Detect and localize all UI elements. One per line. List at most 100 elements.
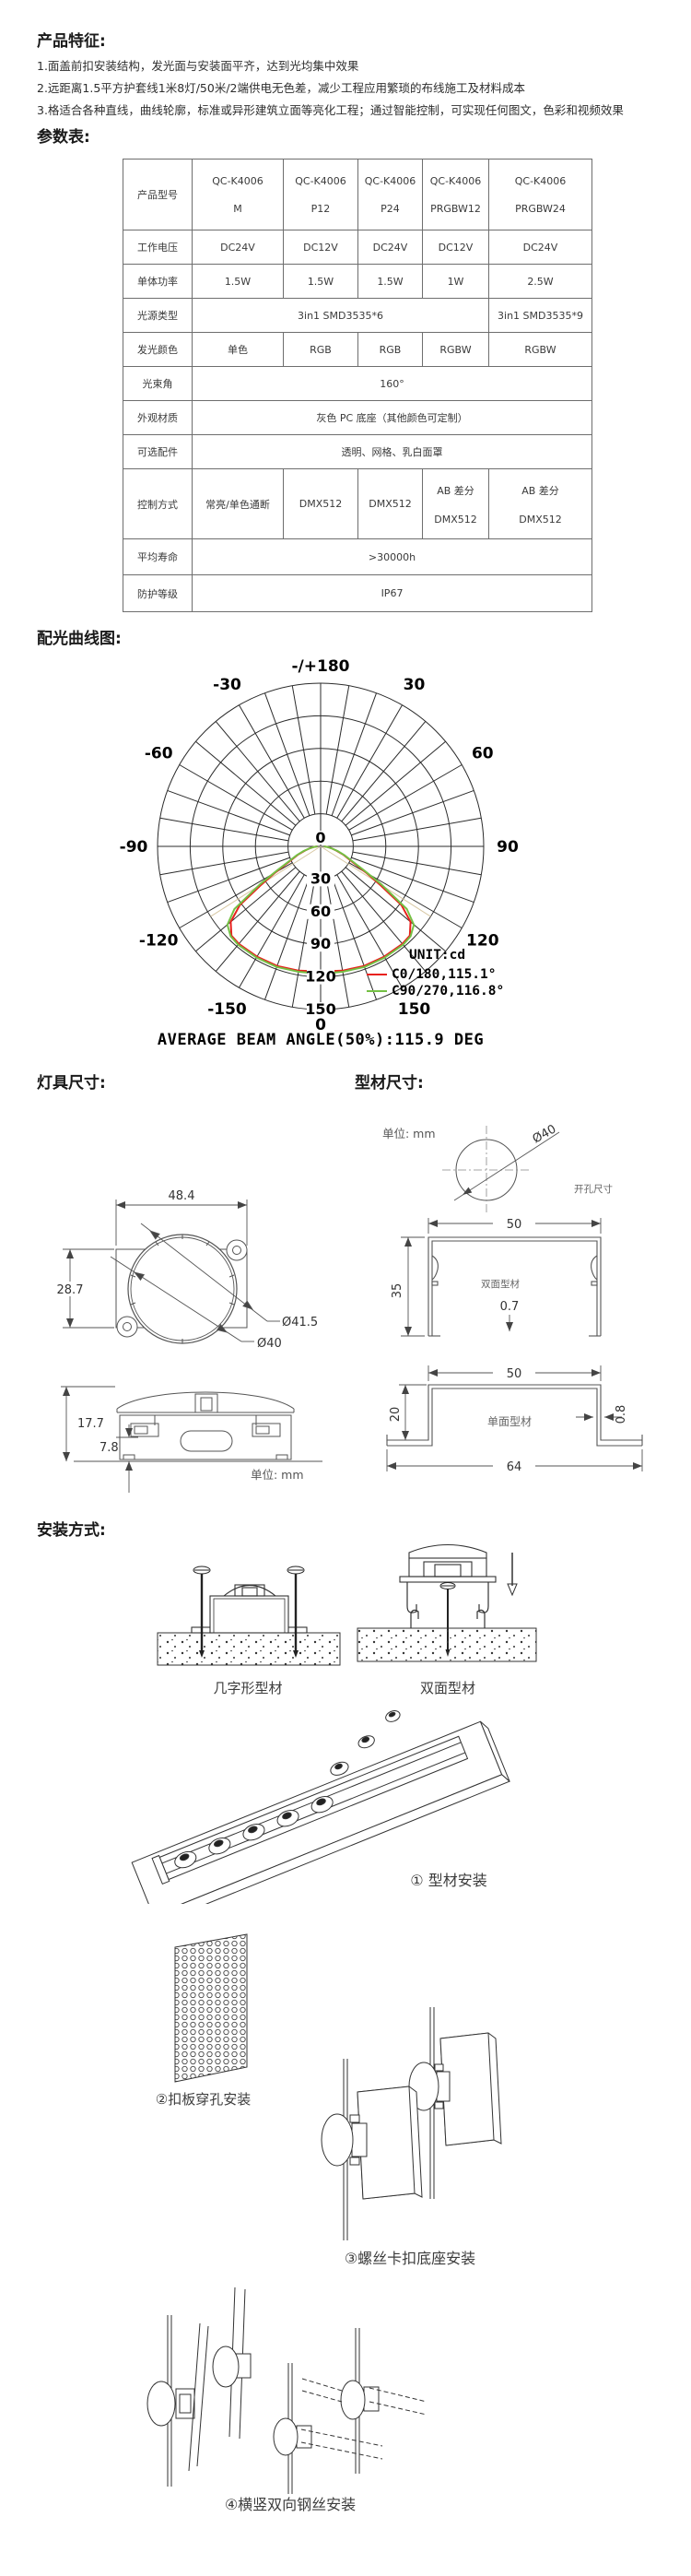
svg-text:90: 90 [310,935,331,952]
double-profile-height-label: 35 [391,1283,404,1299]
lamp-unit [273,2417,299,2456]
screw [193,1566,211,1658]
dim-width-label: 48.4 [169,1189,195,1203]
lamp-unit [212,2346,240,2388]
clip-bracket [296,2425,312,2449]
double-profile-width-label: 50 [507,1218,522,1232]
table-row: 工作电压 DC24V DC12V DC24V DC12V DC24V [123,230,592,265]
install-step1-caption: ① 型材安装 [410,1872,487,1889]
svg-text:-150: -150 [207,1000,247,1019]
mounting-surface [357,1627,537,1662]
profile-drawing: 单位: mm Ø40 开孔尺寸 50 35 双面型材 0.7 50 20 0.8… [382,1122,643,1474]
install-hat-profile-drawing [157,1566,341,1666]
dia-leader-inner [110,1256,254,1342]
svg-text:150: 150 [398,1000,431,1019]
floating-pucks [330,1710,401,1776]
row-label: 平均寿命 [123,538,193,575]
row-label: 光束角 [123,366,193,401]
dim-height-label: 28.7 [57,1283,84,1297]
perforated-panel [174,1933,248,2083]
row-label: 控制方式 [123,468,193,539]
steel-wire-horizontal [301,2378,343,2392]
table-row: 单体功率 1.5W 1.5W 1.5W 1W 2.5W [123,264,592,299]
table-row: 外观材质 灰色 PC 底座（其他颜色可定制） [123,400,592,435]
svg-text:0: 0 [315,829,325,846]
mounting-surface [157,1632,341,1666]
svg-text:30: 30 [404,676,426,694]
steel-wire-horizontal [300,2428,383,2447]
single-profile-height-label: 20 [389,1407,403,1423]
legend-label: C0/180,115.1° [392,967,497,982]
table-row: 光束角 160° [123,366,592,401]
rim-notches [130,1235,235,1343]
dim-outer-dia-label: Ø41.5 [282,1316,318,1329]
features-list: 1.面盖前扣安装结构，发光面与安装面平齐，达到光均集中效果 2.远距离1.5平方… [37,55,673,122]
svg-text:30: 30 [310,869,331,887]
svg-text:120: 120 [466,932,499,951]
housing-outline [116,1391,295,1460]
install-step3-caption: ③螺丝卡扣底座安装 [344,2250,476,2267]
svg-text:0: 0 [315,1016,326,1034]
legend-swatch-c0 [367,974,387,975]
row-label: 单体功率 [123,264,193,299]
install-double-profile-drawing [357,1543,537,1662]
clip-bracket [363,2386,380,2412]
clip-hooks [406,1582,489,1628]
table-row: 防护等级 IP67 [123,574,592,612]
install-step2-drawing [174,1933,248,2083]
install-profile1-caption: 几字形型材 [213,1680,283,1696]
svg-text:-30: -30 [213,676,241,694]
dim-total-height-label: 17.7 [77,1417,104,1431]
legend-item: C0/180,115.1° [367,966,504,983]
legend-swatch-c90 [367,990,387,992]
svg-text:-120: -120 [139,932,179,951]
single-profile-width-label: 50 [507,1367,522,1381]
row-label: 产品型号 [123,159,193,230]
cutout-label: 开孔尺寸 [574,1183,613,1195]
dia-leader-outer [140,1223,280,1322]
lamp-unit [321,2113,354,2167]
lamp-unit [223,1584,276,1597]
steel-wire [188,2322,201,2472]
svg-text:60: 60 [310,903,331,920]
svg-text:120: 120 [305,968,335,986]
params-title: 参数表: [37,128,90,147]
install-profile2-caption: 双面型材 [419,1680,475,1696]
unit-label: 单位: mm [251,1468,304,1482]
dim-base-height-label: 7.8 [100,1441,119,1455]
chart-legend: UNIT:cd C0/180,115.1° C90/270,116.8° [367,948,504,999]
lamp-unit [340,2380,366,2420]
fixture-top-view-drawing: 48.4 28.7 Ø41.5 Ø40 [53,1189,318,1351]
feature-item: 1.面盖前扣安装结构，发光面与安装面平齐，达到光均集中效果 [37,59,359,73]
row-label: 发光颜色 [123,332,193,367]
photometric-polar-chart: 30-3060-6090-90120-120150-150-/+18003060… [120,657,519,1034]
svg-text:-60: -60 [145,745,173,763]
row-label: 防护等级 [123,574,193,612]
single-profile-thickness-label: 0.8 [615,1405,628,1424]
install-title: 安装方式: [37,1521,106,1540]
single-profile-bottom-width-label: 64 [507,1460,522,1474]
double-profile-outline [427,1236,602,1337]
install-step3-drawing [321,2007,502,2240]
svg-text:-/+180: -/+180 [292,657,350,676]
lamp-unit [399,1543,497,1583]
single-profile-label: 单面型材 [487,1415,532,1428]
svg-text:60: 60 [472,745,494,763]
table-row: 平均寿命 >30000h [123,538,592,575]
table-row: 光源类型 3in1 SMD3535*6 3in1 SMD3535*9 [123,298,592,333]
down-arrow-icon [507,1553,518,1597]
install-step1-drawing [131,1710,511,1904]
chart-unit-label: UNIT:cd [409,948,466,963]
dim-inner-dia-label: Ø40 [257,1337,282,1351]
feature-item: 2.远距离1.5平方护套线1米8灯/50米/2端供电无色差，减少工程应用繁琐的布… [37,81,525,95]
row-label: 外观材质 [123,400,193,435]
profile-dims-title: 型材尺寸: [355,1074,424,1093]
double-profile-label: 双面型材 [481,1278,520,1290]
beam-angle-caption: AVERAGE BEAM ANGLE(50%):115.9 DEG [157,1031,485,1049]
lamp-unit [146,2381,176,2427]
table-row: 发光颜色 单色 RGB RGB RGBW RGBW [123,332,592,367]
svg-text:90: 90 [497,838,519,857]
